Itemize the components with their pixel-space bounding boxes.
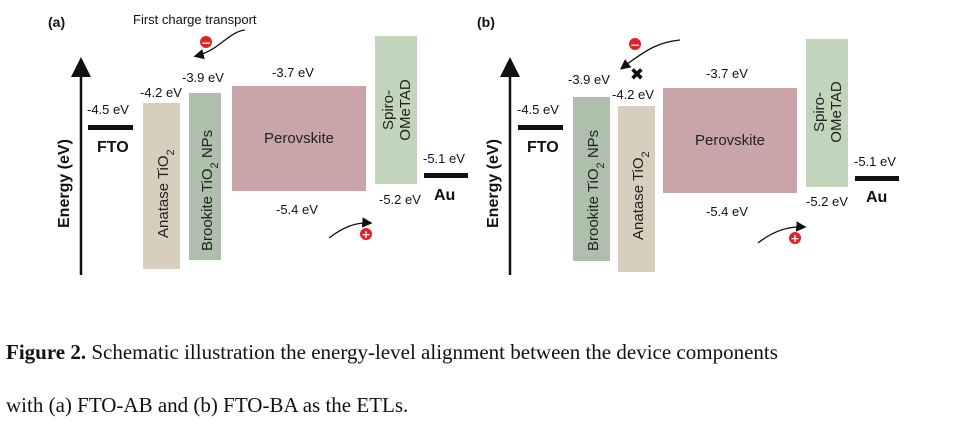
panel-a: (a) First charge transport Energy (eV) -… [48,12,468,275]
energy-axis-label: Energy (eV) [485,139,502,228]
panel-a-tag: (a) [48,14,65,30]
anatase-level-label: -4.2 eV [140,85,182,100]
anatase-name: Anatase TiO2 [155,149,177,238]
electron-icon [629,38,641,50]
figure-label: Figure 2. [6,340,87,364]
brookite-level-label: -3.9 eV [182,70,224,85]
fto-level-label: -4.5 eV [517,102,559,117]
fto-level-bar [88,125,133,130]
fto-level-label: -4.5 eV [87,102,129,117]
anatase-level-label: -4.2 eV [612,87,654,102]
brookite-name: Brookite TiO2 NPs [585,130,607,251]
brookite-box [573,97,610,261]
au-level-label: -5.1 eV [854,154,896,169]
perovskite-box [232,86,366,191]
anatase-name: Anatase TiO2 [630,151,652,240]
perovskite-lumo-label: -3.7 eV [706,66,748,81]
au-level-bar [424,173,468,178]
au-level-label: -5.1 eV [423,151,465,166]
hole-icon [360,228,372,240]
hole-sign: + [790,232,799,245]
anatase-box [618,106,655,272]
panel-b-tag: (b) [477,14,495,30]
electron-sign: − [630,38,640,52]
spiro-name-line1: Spiro- [380,90,397,130]
au-label: Au [434,187,455,204]
panel-b: (b) Energy (eV) -4.5 eV FTO -3.9 eV Broo… [477,14,899,275]
electron-icon [200,36,212,48]
perovskite-homo-label: -5.4 eV [276,202,318,217]
figure-caption-line2: with (a) FTO-AB and (b) FTO-BA as the ET… [6,393,956,418]
spiro-box [806,39,848,187]
fto-label: FTO [97,139,129,156]
perovskite-name: Perovskite [695,132,765,149]
spiro-box [375,36,417,184]
brookite-box [189,93,221,260]
hole-transfer-arrow [757,221,807,244]
energy-axis-label: Energy (eV) [56,139,73,228]
hole-transfer-arrow [328,217,373,239]
electron-transfer-arrow [193,29,246,60]
electron-transfer-arrow [619,39,681,70]
spiro-homo-label: -5.2 eV [379,192,421,207]
anatase-box [143,103,180,269]
spiro-name-line2: OMeTAD [397,79,414,141]
au-label: Au [866,189,887,206]
caption-text-2: with (a) FTO-AB and (b) FTO-BA as the ET… [6,393,409,417]
panel-a-header: First charge transport [133,12,257,27]
electron-sign: − [201,36,211,50]
spiro-homo-label: -5.2 eV [806,194,848,209]
spiro-name-line1: Spiro- [811,92,828,132]
caption-text-1: Schematic illustration the energy-level … [86,340,778,364]
figure-caption-line1: Figure 2. Schematic illustration the ene… [6,340,956,365]
brookite-level-label: -3.9 eV [568,72,610,87]
perovskite-name: Perovskite [264,130,334,147]
brookite-name: Brookite TiO2 NPs [199,130,221,251]
perovskite-box [663,88,797,193]
hole-sign: + [361,228,370,241]
fto-label: FTO [527,139,559,156]
perovskite-lumo-label: -3.7 eV [272,65,314,80]
hole-icon [789,232,801,244]
blocked-cross-icon: ✖ [630,65,644,85]
perovskite-homo-label: -5.4 eV [706,204,748,219]
spiro-name-line2: OMeTAD [828,81,845,143]
fto-level-bar [518,125,563,130]
au-level-bar [855,176,899,181]
